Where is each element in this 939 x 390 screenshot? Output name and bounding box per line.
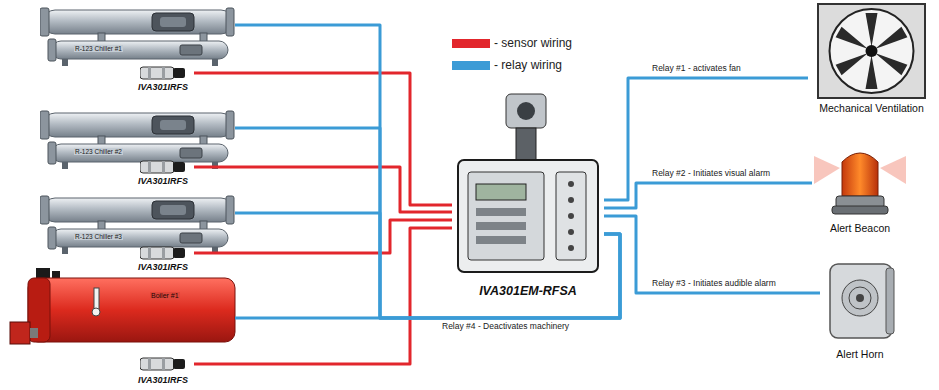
relay-label: Relay #1 - activates fan xyxy=(650,64,743,74)
gas-sensor: IVA301IRFS xyxy=(132,355,194,385)
controller-sensor-head xyxy=(506,94,546,128)
relay-wire xyxy=(235,25,620,318)
fan-blades xyxy=(836,13,908,89)
boiler-gauge xyxy=(92,308,100,316)
relay-wire xyxy=(604,216,820,293)
gas-sensor: IVA301IRFS xyxy=(132,158,194,186)
boiler-unit: Boiler #1 xyxy=(10,268,235,344)
legend-entry: - relay wiring xyxy=(452,58,562,72)
controller-keypad xyxy=(476,208,526,216)
beacon-drawing xyxy=(814,153,906,214)
boiler-burner xyxy=(10,322,30,344)
node-label: R-123 Chiller #1 xyxy=(74,45,123,52)
alert-horn: Alert Horn xyxy=(820,262,900,360)
controller-led xyxy=(568,229,574,235)
node-label: R-123 Chiller #2 xyxy=(74,148,123,155)
beacon-base xyxy=(832,206,888,214)
boiler-shell xyxy=(28,278,235,342)
node-label: Alert Beacon xyxy=(830,222,890,234)
fan-drawing xyxy=(818,4,925,98)
legend-swatch xyxy=(452,39,490,48)
horn-box xyxy=(886,268,894,334)
sensor-drawing xyxy=(140,358,185,370)
controller-keypad xyxy=(476,236,526,244)
chiller-unit: R-123 Chiller #3 xyxy=(40,193,235,255)
node-label: Boiler #1 xyxy=(150,292,180,300)
fan-blade xyxy=(866,55,878,89)
legend-swatch xyxy=(452,61,490,70)
legend-label: - relay wiring xyxy=(494,58,562,72)
controller-led xyxy=(568,197,574,203)
node-label: IVA301IRFS xyxy=(138,176,188,186)
sensor-drawing xyxy=(140,247,185,259)
sensor-wire xyxy=(194,167,452,212)
fan-blade xyxy=(866,13,878,47)
exhaust-fan: Mechanical Ventilation xyxy=(808,4,935,114)
horn-box xyxy=(830,264,892,338)
node-label: IVA301IRFS xyxy=(138,262,188,272)
beacon-ray xyxy=(880,156,906,184)
relay-wire xyxy=(235,128,620,318)
alert-beacon: Alert Beacon xyxy=(812,146,908,234)
controller-led xyxy=(568,181,574,187)
controller-led xyxy=(568,245,574,251)
chiller-unit: R-123 Chiller #1 xyxy=(40,5,235,67)
gas-sensor: IVA301IRFS xyxy=(132,244,194,272)
chiller-drawing xyxy=(40,196,234,254)
relay-wire xyxy=(235,234,620,318)
controller-sensor-lens xyxy=(517,102,535,120)
controller-housing xyxy=(458,160,598,272)
horn-drawing xyxy=(830,264,894,338)
sensor-drawing xyxy=(140,161,185,173)
node-label: Alert Horn xyxy=(836,348,883,360)
node-label: IVA301IRFS xyxy=(138,82,188,92)
controller-screen xyxy=(476,184,526,200)
sensor-wire xyxy=(194,220,452,253)
beacon-dome xyxy=(842,153,878,196)
controller-led xyxy=(568,213,574,219)
controller-keypad xyxy=(476,222,526,230)
controller-drawing xyxy=(458,94,598,272)
legend-label: - sensor wiring xyxy=(494,36,572,50)
horn-grille xyxy=(856,294,864,302)
controller-unit: IVA301EM-RFSA xyxy=(452,92,604,298)
chiller-drawing xyxy=(40,8,234,66)
relay-label: Relay #4 - Deactivates machinery xyxy=(440,322,571,332)
controller-strip xyxy=(556,172,586,260)
chiller-drawing xyxy=(40,111,234,169)
boiler-front xyxy=(28,278,50,342)
horn-grille xyxy=(842,280,878,316)
relay-wire xyxy=(604,183,812,208)
node-label: IVA301IRFS xyxy=(138,375,188,385)
relay-label: Relay #2 - Initiates visual alarm xyxy=(650,169,772,179)
fan-frame xyxy=(818,4,925,98)
boiler-gauge xyxy=(94,288,99,310)
gas-sensor: IVA301IRFS xyxy=(132,64,194,92)
sensor-wire xyxy=(194,228,452,364)
relay-wire xyxy=(235,213,620,318)
horn-grille xyxy=(849,287,871,309)
fan-shroud xyxy=(830,9,914,93)
fan-hub xyxy=(866,45,878,57)
controller-panel xyxy=(468,172,544,260)
beacon-ray xyxy=(814,156,840,184)
node-label: Mechanical Ventilation xyxy=(819,102,923,114)
relay-label: Relay #3 - Initiates audible alarm xyxy=(650,279,778,289)
boiler-burner xyxy=(30,328,38,338)
node-label: IVA301EM-RFSA xyxy=(479,284,577,298)
sensor-wire xyxy=(194,73,452,205)
boiler-drawing xyxy=(10,268,235,344)
controller-sensor-stem xyxy=(516,128,536,162)
legend-entry: - sensor wiring xyxy=(452,36,572,50)
node-label: R-123 Chiller #3 xyxy=(74,233,123,240)
chiller-unit: R-123 Chiller #2 xyxy=(40,108,235,170)
sensor-drawing xyxy=(140,67,185,79)
